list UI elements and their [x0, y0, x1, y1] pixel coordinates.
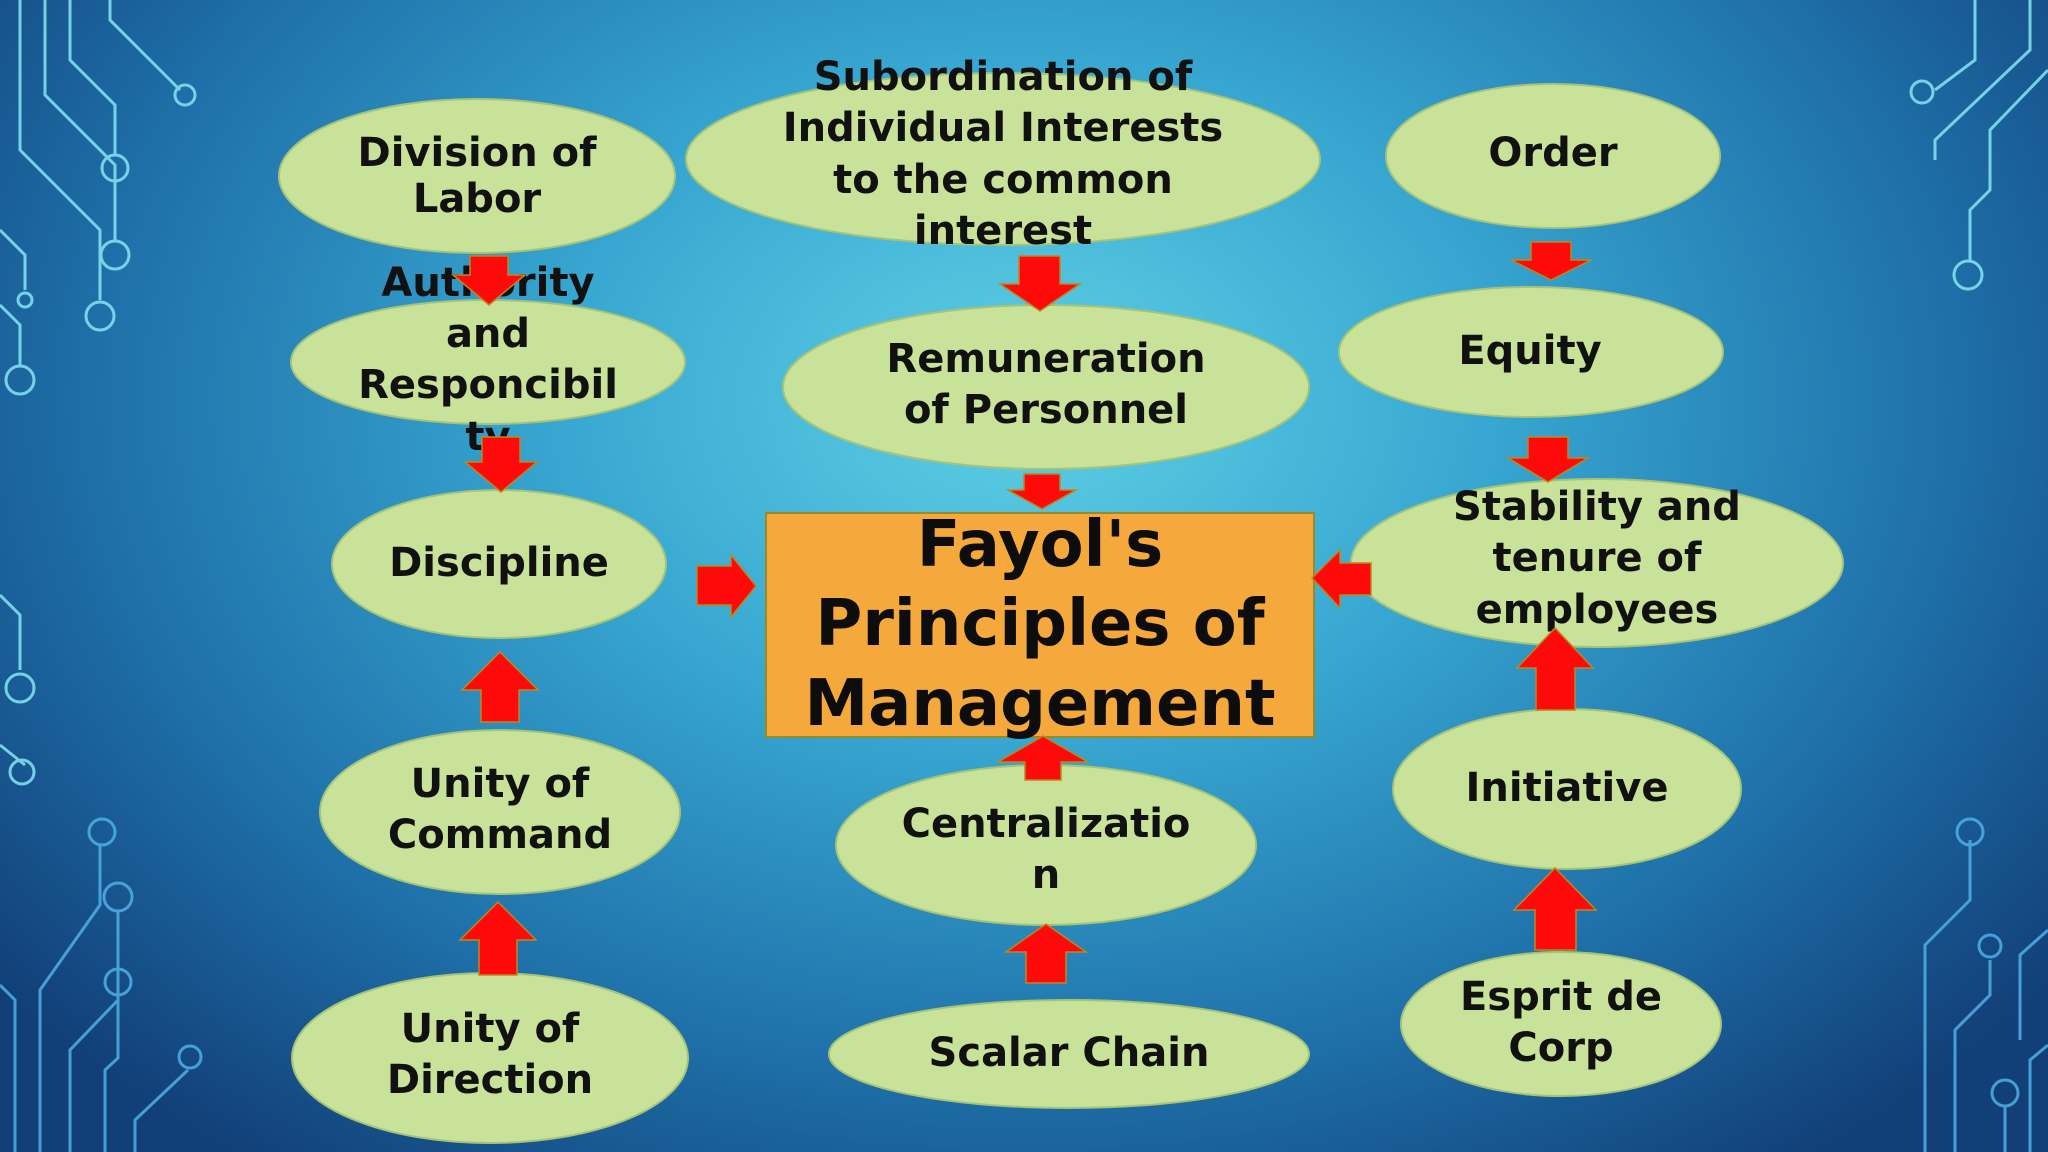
arrow-esprit-to-initiative — [1514, 868, 1596, 950]
arrow-subordination-to-remuneration — [1000, 256, 1080, 311]
arrow-initiative-to-stability — [1517, 628, 1593, 710]
arrow-centralization-to-center — [998, 736, 1088, 780]
arrow-order-to-equity — [1511, 242, 1591, 280]
arrow-command-to-discipline — [462, 652, 538, 722]
arrow-stability-to-center — [1312, 550, 1371, 608]
arrow-equity-to-stability — [1508, 437, 1588, 482]
arrow-discipline-to-center — [697, 555, 756, 617]
arrow-authority-to-discipline — [465, 437, 537, 492]
arrow-direction-to-command — [460, 902, 536, 975]
arrow-scalar-to-centralization — [1006, 924, 1086, 983]
arrow-remuneration-to-center — [1008, 474, 1076, 509]
arrow-division-to-authority — [453, 256, 525, 305]
